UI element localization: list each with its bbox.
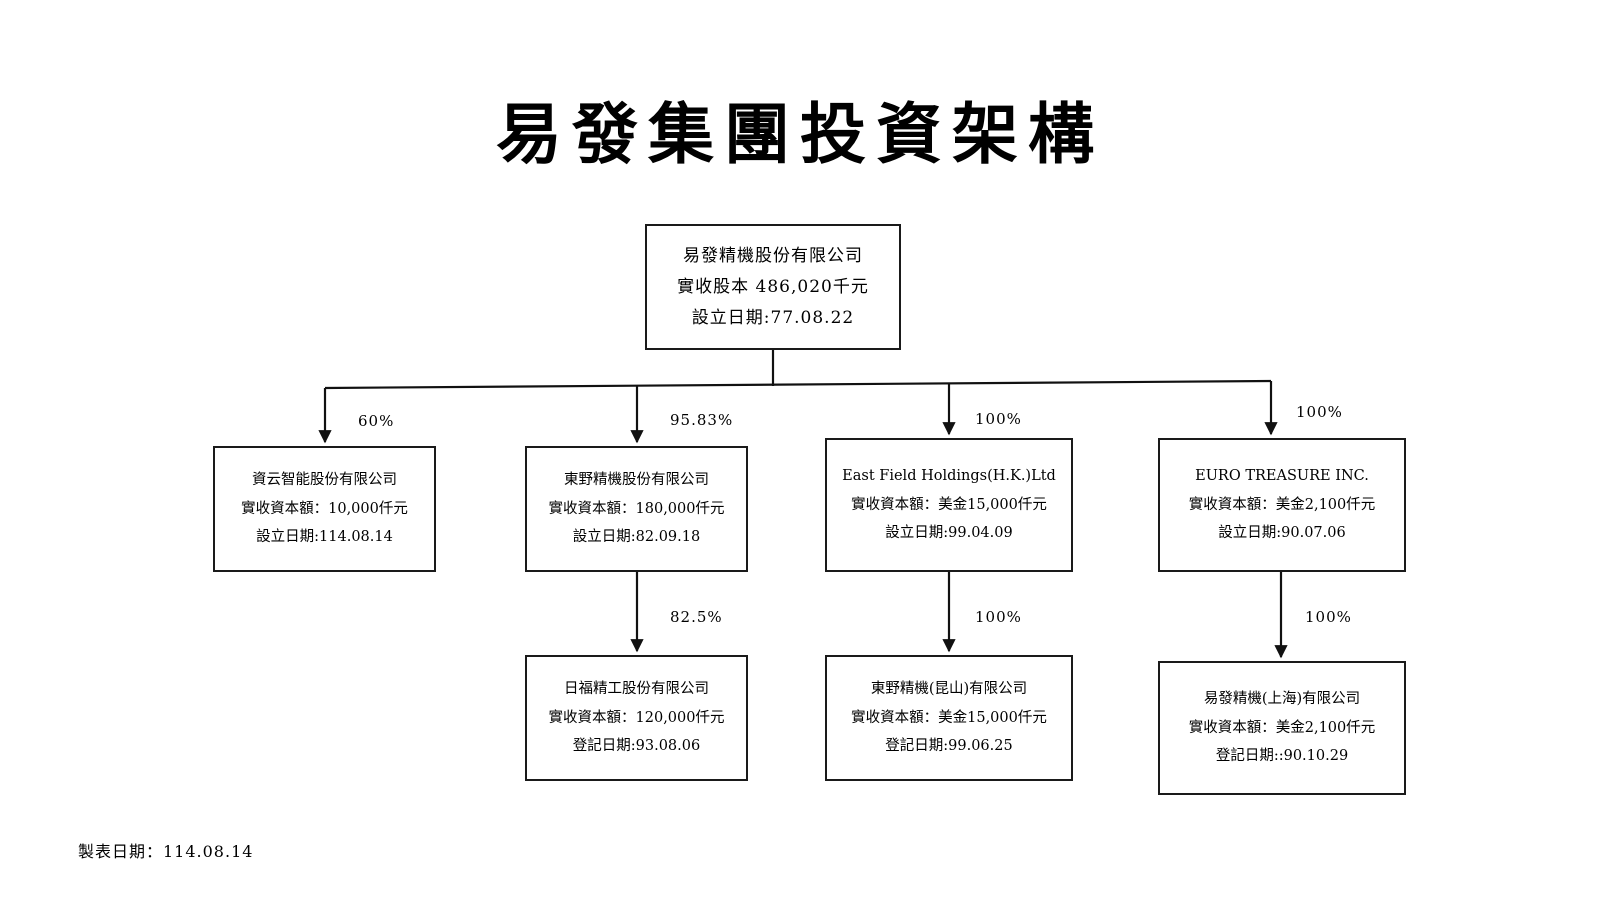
node-euro-treasure[interactable]: EURO TREASURE INC. 實收資本額：美金2,100仟元 設立日期:…	[1158, 438, 1406, 572]
node-date: 設立日期:90.07.06	[1218, 525, 1346, 542]
edge-label-root-to-east-field: 100%	[975, 410, 1022, 428]
node-yi-fa-precision[interactable]: 易發精機股份有限公司 實收股本 486,020千元 設立日期:77.08.22	[645, 224, 901, 350]
prepared-date-label: 製表日期：114.08.14	[78, 842, 254, 861]
node-company-name: 易發精機(上海)有限公司	[1203, 691, 1361, 708]
edge-label-euro-to-shanghai: 100%	[1305, 608, 1352, 626]
node-ri-fu-precision[interactable]: 日福精工股份有限公司 實收資本額：120,000仟元 登記日期:93.08.06	[525, 655, 748, 781]
node-capital: 實收資本額：美金2,100仟元	[1188, 719, 1376, 736]
node-zi-yun-intelligent[interactable]: 資云智能股份有限公司 實收資本額：10,000仟元 設立日期:114.08.14	[213, 446, 436, 572]
node-capital: 實收資本額：180,000仟元	[548, 500, 725, 517]
node-yi-fa-shanghai[interactable]: 易發精機(上海)有限公司 實收資本額：美金2,100仟元 登記日期::90.10…	[1158, 661, 1406, 795]
node-east-field-holdings[interactable]: East Field Holdings(H.K.)Ltd 實收資本額：美金15,…	[825, 438, 1073, 572]
node-company-name: EURO TREASURE INC.	[1195, 468, 1369, 485]
node-company-name: 東野精機(昆山)有限公司	[870, 681, 1028, 698]
edge-label-east-field-to-kunshan: 100%	[975, 608, 1022, 626]
node-date: 設立日期:99.04.09	[885, 525, 1013, 542]
node-company-name: 東野精機股份有限公司	[564, 472, 709, 489]
node-company-name: 易發精機股份有限公司	[683, 245, 863, 266]
edge-label-root-to-tong-yeh: 95.83%	[670, 411, 734, 429]
node-capital: 實收資本額：美金15,000仟元	[851, 709, 1047, 726]
node-date: 設立日期:114.08.14	[256, 529, 393, 546]
node-date: 設立日期:77.08.22	[691, 307, 855, 328]
edge-label-tong-yeh-to-ri-fu: 82.5%	[670, 608, 723, 626]
node-date: 登記日期:93.08.06	[572, 738, 701, 755]
edge-label-root-to-euro-treasure: 100%	[1296, 403, 1343, 421]
node-capital: 實收資本額：美金2,100仟元	[1188, 496, 1376, 513]
node-tong-yeh-kunshan[interactable]: 東野精機(昆山)有限公司 實收資本額：美金15,000仟元 登記日期:99.06…	[825, 655, 1073, 781]
edge-label-root-to-zi-yun: 60%	[358, 412, 395, 430]
node-company-name: East Field Holdings(H.K.)Ltd	[842, 468, 1056, 485]
node-capital: 實收資本額：120,000仟元	[548, 709, 725, 726]
page-title: 易發集團投資架構	[496, 95, 1104, 173]
node-capital: 實收資本額：10,000仟元	[241, 500, 408, 517]
node-company-name: 資云智能股份有限公司	[252, 472, 397, 489]
node-capital: 實收股本 486,020千元	[677, 276, 869, 297]
node-capital: 實收資本額：美金15,000仟元	[851, 496, 1047, 513]
node-date: 登記日期::90.10.29	[1215, 748, 1349, 765]
node-tong-yeh-precision[interactable]: 東野精機股份有限公司 實收資本額：180,000仟元 設立日期:82.09.18	[525, 446, 748, 572]
node-date: 設立日期:82.09.18	[572, 529, 701, 546]
node-date: 登記日期:99.06.25	[885, 738, 1013, 755]
node-company-name: 日福精工股份有限公司	[564, 681, 709, 698]
